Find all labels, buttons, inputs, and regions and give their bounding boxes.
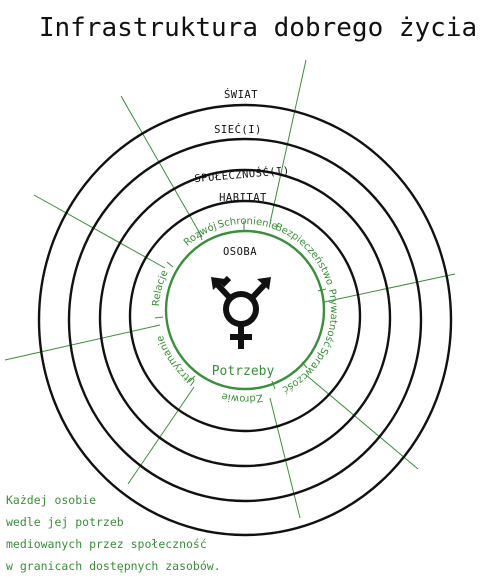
separator <box>271 380 276 390</box>
caption: Każdej osobie wedle jej potrzeb mediowan… <box>6 493 221 573</box>
radial-line <box>305 374 419 470</box>
need-separators <box>154 221 327 390</box>
center-label: Potrzeby <box>212 364 275 379</box>
radial-line <box>33 194 166 269</box>
page-title: Infrastruktura dobrego życia <box>39 13 477 43</box>
radial-line <box>323 273 456 303</box>
radial-line <box>269 59 307 224</box>
separator <box>166 261 174 268</box>
radial-lines <box>4 59 456 519</box>
separator <box>154 316 164 319</box>
radial-line <box>120 95 203 238</box>
ring-label-osoba: OSOBA <box>223 246 257 258</box>
separator <box>198 231 203 241</box>
caption-line: mediowanych przez społeczność <box>6 537 207 551</box>
separator <box>301 361 308 369</box>
radial-line <box>269 397 301 519</box>
transgender-symbol-icon <box>211 275 271 349</box>
radial-line <box>4 324 161 361</box>
ring-spolecznosc <box>98 168 392 468</box>
separator <box>188 375 196 383</box>
ring-label-siec: SIEĆ(I) <box>214 123 262 136</box>
separator <box>317 288 327 292</box>
need-label: Zdrowie <box>221 390 264 404</box>
ring-osoba <box>164 229 326 391</box>
ring-habitat <box>128 199 362 433</box>
ring-siec <box>67 137 423 503</box>
rings <box>37 103 453 537</box>
ring-swiat <box>37 103 453 537</box>
caption-line: wedle jej potrzeb <box>6 515 124 529</box>
need-label: Bezpieczeństwo <box>273 222 335 287</box>
radial-line <box>127 386 195 485</box>
caption-line: w granicach dostępnych zasobów. <box>6 559 221 573</box>
caption-line: Każdej osobie <box>6 493 96 507</box>
ring-label-spolecznosc: SPOŁECZNOŚĆ(I) <box>194 164 290 185</box>
ring-label-habitat: HABITAT <box>219 192 267 204</box>
ring-label-swiat: ŚWIAT <box>224 88 258 101</box>
